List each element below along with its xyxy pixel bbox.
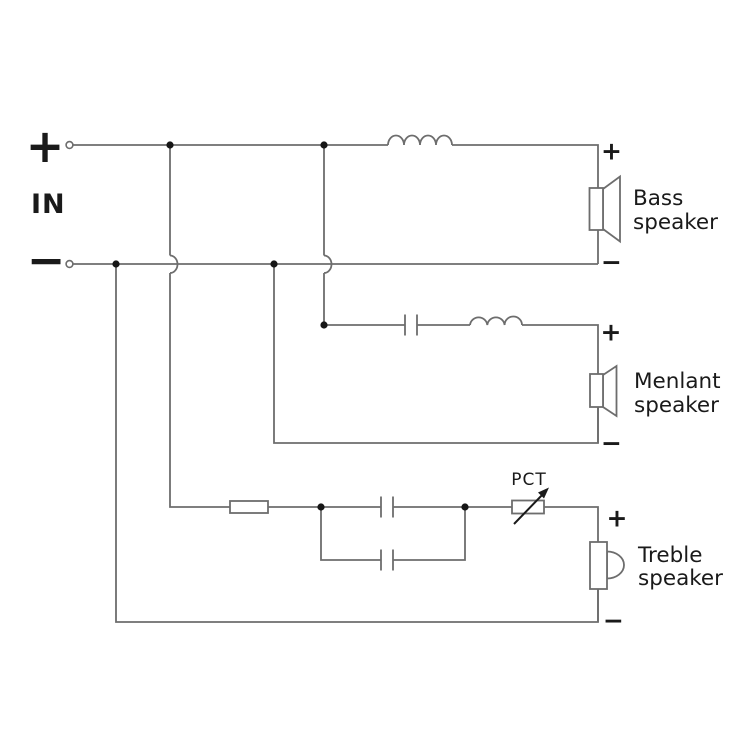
treble-plus-label: + (607, 504, 628, 533)
junction-dot (270, 260, 278, 268)
plus-to-mid-wire (323, 145, 333, 325)
treble-minus-label: − (603, 606, 624, 635)
input-minus-terminal-icon (65, 259, 74, 269)
treble-speaker-icon (589, 541, 625, 590)
junction-dot (320, 321, 328, 329)
junction-dot (112, 260, 120, 268)
mid-inductor-icon (469, 315, 523, 326)
treble-parallel-loop-wire (320, 507, 466, 561)
wires (73, 144, 599, 623)
bass-plus-label: + (601, 137, 622, 166)
mid-capacitor-icon (404, 314, 418, 336)
treble-speaker-name-line2: speaker (638, 566, 723, 591)
plus-to-treble-wire (169, 145, 230, 508)
junction-dot (317, 503, 325, 511)
mid-speaker-icon (589, 364, 618, 418)
mid-speaker-name-line1: Menlant (634, 369, 721, 394)
input-plus-label: + (26, 119, 65, 173)
junction-dot (320, 141, 328, 149)
treble-resistor-icon (229, 500, 269, 514)
mid-return-wire (273, 264, 599, 444)
input-minus-label: − (27, 233, 66, 287)
junction-dots (112, 141, 469, 511)
treble-branch-wire (268, 506, 599, 622)
bass-speaker-name-line2: speaker (633, 210, 718, 235)
mid-speaker-name-line2: speaker (634, 393, 719, 418)
pct-variable-resistor-icon (511, 487, 549, 525)
junction-dot (461, 503, 469, 511)
mid-minus-label: − (601, 429, 622, 458)
plus-rail-wire (73, 144, 599, 265)
bass-minus-label: − (601, 248, 622, 277)
pct-label: PCT (511, 470, 547, 490)
mid-plus-label: + (601, 318, 622, 347)
mid-branch-wire (324, 324, 599, 443)
junction-dot (166, 141, 174, 149)
input-in-label: IN (31, 189, 66, 220)
input-plus-terminal-icon (65, 140, 74, 150)
treble-capacitor-top-icon (380, 496, 394, 518)
treble-capacitor-bottom-icon (380, 549, 394, 571)
bass-speaker-icon (588, 174, 621, 244)
bass-inductor-icon (387, 134, 453, 146)
treble-speaker-name-line1: Treble (637, 543, 702, 568)
bass-speaker-name-line1: Bass (633, 186, 683, 211)
